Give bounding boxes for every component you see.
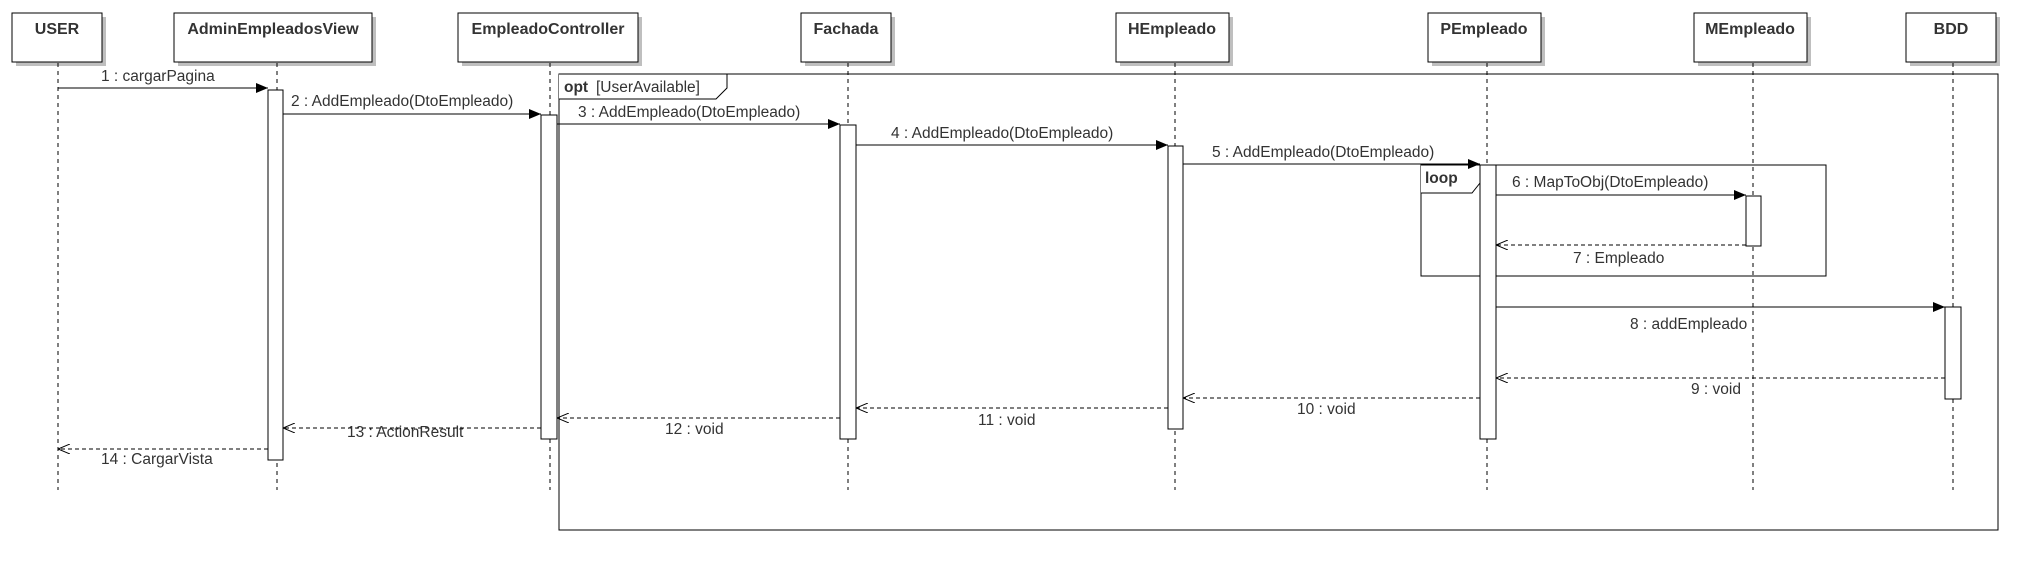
participant-box-empleado-controller — [457, 12, 639, 63]
participant-label-bdd: BDD — [1934, 21, 1969, 38]
activation-empleado-controller — [540, 114, 558, 440]
activation-admin-empleados-view — [267, 89, 284, 461]
participant-box-bdd — [1905, 12, 1997, 63]
activation-pempleado — [1479, 164, 1497, 440]
participant-label-mempleado: MEmpleado — [1705, 21, 1795, 38]
message-label-6: 6 : MapToObj(DtoEmpleado) — [1512, 174, 1708, 191]
message-label-11: 11 : void — [978, 412, 1035, 429]
message-label-10: 10 : void — [1297, 401, 1356, 418]
activation-bdd — [1944, 306, 1962, 400]
message-label-8: 8 : addEmpleado — [1630, 316, 1747, 333]
message-label-13: 13 : ActionResult — [347, 424, 464, 441]
activation-mempleado — [1745, 195, 1762, 247]
participant-label-pempleado: PEmpleado — [1440, 21, 1527, 38]
activation-hempleado — [1167, 145, 1184, 430]
participant-label-empleado-controller: EmpleadoController — [472, 21, 625, 38]
message-label-3: 3 : AddEmpleado(DtoEmpleado) — [578, 104, 800, 121]
participant-label-admin-empleados-view: AdminEmpleadosView — [187, 21, 359, 38]
message-label-4: 4 : AddEmpleado(DtoEmpleado) — [891, 125, 1113, 142]
message-label-12: 12 : void — [665, 421, 724, 438]
activation-fachada — [839, 124, 857, 440]
message-label-1: 1 : cargarPagina — [101, 68, 215, 85]
participant-box-admin-empleados-view — [173, 12, 373, 63]
opt-fragment: opt [UserAvailable] — [558, 73, 1999, 531]
participant-box-mempleado — [1693, 12, 1808, 63]
message-label-5: 5 : AddEmpleado(DtoEmpleado) — [1212, 144, 1434, 161]
participant-box-pempleado — [1427, 12, 1542, 63]
message-label-2: 2 : AddEmpleado(DtoEmpleado) — [291, 93, 513, 110]
participant-label-hempleado: HEmpleado — [1128, 21, 1216, 38]
participant-box-user — [11, 12, 103, 63]
opt-keyword: opt — [564, 79, 588, 96]
participant-box-hempleado — [1115, 12, 1230, 63]
loop-keyword: loop — [1425, 170, 1458, 187]
opt-guard: [UserAvailable] — [596, 79, 700, 96]
participant-label-user: USER — [35, 21, 80, 38]
message-label-14: 14 : CargarVista — [101, 451, 213, 468]
participant-label-fachada: Fachada — [814, 21, 879, 38]
participant-box-fachada — [800, 12, 892, 63]
message-label-7: 7 : Empleado — [1573, 250, 1664, 267]
message-label-9: 9 : void — [1691, 381, 1741, 398]
